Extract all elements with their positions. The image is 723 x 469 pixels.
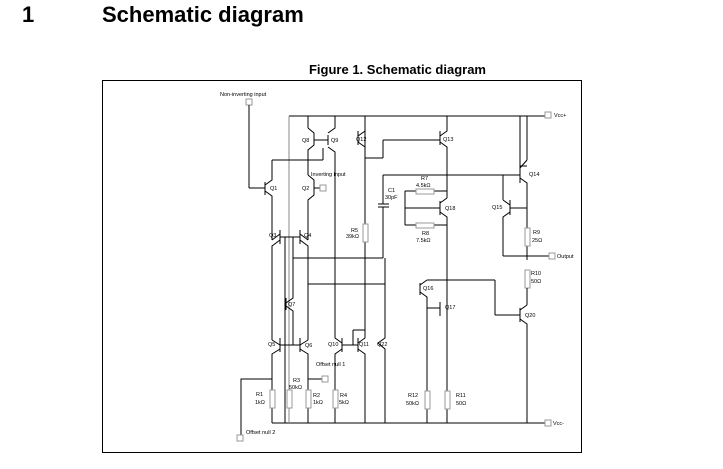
r1-value: 1kΩ: [255, 400, 265, 406]
section-title: Schematic diagram: [102, 2, 304, 27]
output-pin[interactable]: [548, 252, 556, 260]
figure-caption-wrap: Figure 1. Schematic diagram: [0, 62, 723, 77]
r3-label: R3: [293, 378, 300, 384]
figure-caption: Figure 1. Schematic diagram: [308, 62, 486, 77]
r4-value: 5kΩ: [339, 400, 349, 406]
vcc-minus-pin[interactable]: [544, 419, 552, 427]
q9-label: Q9: [331, 138, 338, 144]
r8-label: R8: [422, 231, 429, 237]
offset-null-2-pin[interactable]: [236, 434, 244, 442]
r1-label: R1: [256, 392, 263, 398]
inverting-input-pin[interactable]: [319, 184, 327, 192]
r9-label: R9: [533, 230, 540, 236]
vcc-plus-label: Vcc+: [554, 113, 566, 119]
q8-label: Q8: [302, 138, 309, 144]
offset-null-1-pin[interactable]: [321, 375, 329, 383]
q1-label: Q1: [270, 186, 277, 192]
r2-label: R2: [313, 393, 320, 399]
vcc-plus-pin[interactable]: [544, 111, 552, 119]
vcc-minus-label: Vcc-: [553, 421, 564, 427]
r5-value: 39kΩ: [346, 234, 359, 240]
output-label: Output: [557, 254, 574, 260]
r7-value: 4.5kΩ: [416, 183, 431, 189]
q13-label: Q13: [443, 137, 453, 143]
non-inverting-input-pin[interactable]: [245, 98, 253, 106]
c1-value: 30pF: [385, 195, 398, 201]
r10-value: 50Ω: [531, 279, 541, 285]
r9-value: 25Ω: [532, 238, 542, 244]
r5-label: R5: [351, 228, 358, 234]
q12-label: Q12: [356, 137, 366, 143]
q11-label: Q11: [359, 342, 369, 348]
q22-label: Q22: [377, 342, 387, 348]
q3-label: Q3: [269, 233, 276, 239]
q15-label: Q15: [492, 205, 502, 211]
figure-frame: [102, 80, 582, 453]
r10-label: R10: [531, 271, 541, 277]
q16-label: Q16: [423, 286, 433, 292]
non-inverting-input-label: Non-inverting input: [220, 92, 267, 98]
q5-label: Q5: [268, 342, 275, 348]
r8-value: 7.5kΩ: [416, 238, 431, 244]
q14-label: Q14: [529, 172, 539, 178]
q2-label: Q2: [302, 186, 309, 192]
section-number: 1: [22, 2, 35, 27]
r11-label: R11: [456, 393, 466, 399]
q4-label: Q4: [304, 233, 311, 239]
q18-label: Q18: [445, 206, 455, 212]
r2-value: 1kΩ: [313, 400, 323, 406]
c1-label: C1: [388, 188, 395, 194]
q6-label: Q6: [305, 343, 312, 349]
inverting-input-label: Inverting input: [311, 172, 346, 178]
offset-null-2-label: Offset null 2: [246, 430, 275, 436]
r12-label: R12: [408, 393, 418, 399]
q7-label: Q7: [288, 302, 295, 308]
q10-label: Q10: [328, 342, 338, 348]
r3-value: 50kΩ: [289, 385, 302, 391]
r11-value: 50Ω: [456, 401, 466, 407]
q20-label: Q20: [525, 313, 535, 319]
r12-value: 50kΩ: [406, 401, 419, 407]
offset-null-1-label: Offset null 1: [316, 362, 345, 368]
q17-label: Q17: [445, 305, 455, 311]
r4-label: R4: [340, 393, 347, 399]
r7-label: R7: [421, 176, 428, 182]
